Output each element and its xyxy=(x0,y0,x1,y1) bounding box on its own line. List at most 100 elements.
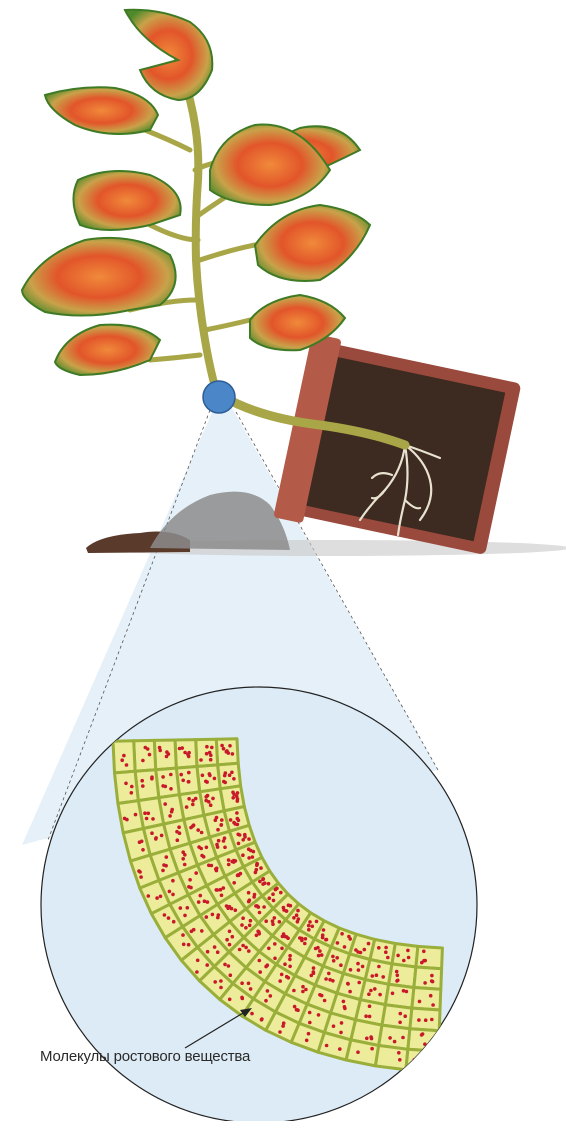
growth-molecule xyxy=(227,964,231,968)
leaf-left-large xyxy=(22,238,176,316)
growth-molecule xyxy=(145,817,149,821)
growth-molecule xyxy=(181,933,185,937)
growth-molecule xyxy=(369,989,373,993)
growth-molecule xyxy=(280,973,284,977)
growth-molecule xyxy=(287,903,291,907)
growth-molecule xyxy=(250,1012,254,1016)
growth-molecule xyxy=(130,785,134,789)
growth-molecule xyxy=(215,869,219,873)
growth-molecule xyxy=(165,755,169,759)
growth-molecule xyxy=(249,987,253,991)
growth-molecule xyxy=(219,986,223,990)
growth-molecule xyxy=(295,913,299,917)
growth-molecule xyxy=(381,975,385,979)
growth-molecule xyxy=(247,856,251,860)
growth-molecule xyxy=(359,951,363,955)
growth-molecule xyxy=(182,943,186,947)
growth-molecule xyxy=(402,959,406,963)
growth-molecule xyxy=(421,1032,425,1036)
growth-molecule xyxy=(191,803,195,807)
growth-molecule xyxy=(258,880,262,884)
growth-molecule xyxy=(183,914,187,918)
growth-molecule xyxy=(312,970,316,974)
growth-molecule xyxy=(155,896,159,900)
growth-molecule xyxy=(261,882,265,886)
plant-cell xyxy=(115,771,139,803)
growth-molecule xyxy=(267,882,271,886)
growth-molecule xyxy=(278,979,282,983)
growth-molecule xyxy=(431,1003,435,1007)
growth-molecule xyxy=(367,992,371,996)
growth-molecule xyxy=(339,963,343,967)
growth-molecule xyxy=(236,874,240,878)
growth-molecule xyxy=(336,941,340,945)
growth-molecule xyxy=(179,773,183,777)
growth-molecule xyxy=(398,1058,402,1062)
growth-molecule xyxy=(222,839,226,843)
growth-molecule xyxy=(169,787,173,791)
growth-molecule xyxy=(308,1021,312,1025)
growth-molecule xyxy=(403,1014,407,1018)
growth-molecule xyxy=(238,833,242,837)
growth-molecule xyxy=(295,1008,299,1012)
growth-molecule xyxy=(417,1018,421,1022)
growth-molecule xyxy=(356,1050,360,1054)
growth-molecule xyxy=(324,977,328,981)
growth-molecule xyxy=(231,935,235,939)
growth-molecule xyxy=(258,911,262,915)
growth-molecule xyxy=(391,992,395,996)
growth-molecule xyxy=(228,744,232,748)
growth-molecule xyxy=(292,916,296,920)
growth-molecule xyxy=(183,863,187,867)
growth-molecule xyxy=(363,948,367,952)
growth-molecule xyxy=(288,954,292,958)
growth-molecule xyxy=(367,942,371,946)
growth-molecule xyxy=(395,970,399,974)
growth-molecule xyxy=(260,1017,264,1021)
growth-molecule xyxy=(288,965,292,969)
growth-molecule xyxy=(312,966,316,970)
leaf-mid-left xyxy=(73,171,180,230)
growth-molecule xyxy=(428,1063,432,1067)
growth-molecule xyxy=(418,1000,422,1004)
growth-molecule xyxy=(224,771,228,775)
growth-molecule xyxy=(256,930,260,934)
growth-molecule xyxy=(280,947,284,951)
growth-molecule xyxy=(304,988,308,992)
plant-cell xyxy=(154,740,176,770)
growth-molecule xyxy=(209,758,213,762)
growth-molecule xyxy=(430,1018,434,1022)
growth-molecule xyxy=(229,973,233,977)
growth-molecule xyxy=(247,847,251,851)
growth-molecule xyxy=(227,863,231,867)
growth-molecule xyxy=(377,965,381,969)
growth-molecule xyxy=(247,837,251,841)
plant-stem xyxy=(178,60,218,398)
growth-molecule xyxy=(144,746,148,750)
growth-molecule xyxy=(196,828,200,832)
growth-molecule xyxy=(331,955,335,959)
growth-molecule xyxy=(244,946,248,950)
growth-molecule xyxy=(271,892,275,896)
growth-molecule xyxy=(181,857,185,861)
growth-molecule xyxy=(227,751,231,755)
growth-molecule xyxy=(163,913,167,917)
growth-molecule xyxy=(318,949,322,953)
growth-molecule xyxy=(213,980,217,984)
growth-molecule xyxy=(275,887,279,891)
growth-molecule xyxy=(181,850,185,854)
growth-molecule xyxy=(281,935,285,939)
growth-molecule xyxy=(194,871,198,875)
growth-molecule xyxy=(143,811,147,815)
growth-molecule xyxy=(259,866,263,870)
growth-molecule xyxy=(281,1024,285,1028)
growth-molecule xyxy=(158,749,162,753)
growth-molecule xyxy=(315,920,319,924)
growth-molecule xyxy=(285,975,289,979)
growth-molecule xyxy=(240,981,244,985)
growth-molecule xyxy=(322,928,326,932)
growth-molecule xyxy=(303,942,307,946)
growth-molecule xyxy=(211,797,215,801)
growth-molecule xyxy=(238,948,242,952)
growth-molecule xyxy=(347,935,351,939)
